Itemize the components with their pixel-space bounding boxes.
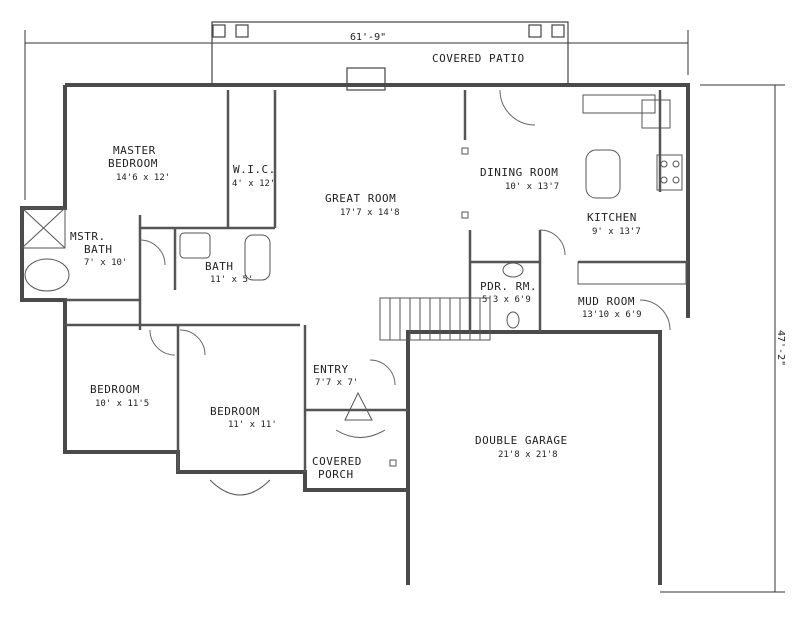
bedroom-left-size: 10' x 11'5 [95, 399, 149, 409]
master-bedroom-label-2: BEDROOM [108, 157, 158, 170]
depth-dimension-label: 47'-2" [775, 330, 786, 366]
wic-size: 4' x 12' [232, 179, 275, 189]
great-room-label: GREAT ROOM [325, 192, 396, 205]
fixtures [21, 94, 687, 496]
wic-label: W.I.C. [233, 163, 276, 176]
kitchen-label: KITCHEN [587, 211, 637, 224]
interior-walls [65, 90, 688, 472]
master-bedroom-size: 14'6 x 12' [116, 173, 170, 183]
master-bedroom-label-1: MASTER [113, 144, 156, 157]
covered-porch-label-2: PORCH [318, 468, 354, 481]
width-dimension-label: 61'-9" [350, 32, 386, 43]
covered-patio-label: COVERED PATIO [432, 52, 525, 65]
great-room-size: 17'7 x 14'8 [340, 208, 400, 218]
entry-size: 7'7 x 7' [315, 378, 358, 388]
pdr-rm-label: PDR. RM. [480, 280, 537, 293]
pdr-rm-size: 5'3 x 6'9 [482, 295, 531, 305]
bedroom-mid-label: BEDROOM [210, 405, 260, 418]
mud-room-size: 13'10 x 6'9 [582, 310, 642, 320]
bath-size: 11' x 5' [210, 275, 253, 285]
double-garage-label: DOUBLE GARAGE [475, 434, 568, 447]
entry-label: ENTRY [313, 363, 349, 376]
dining-room-label: DINING ROOM [480, 166, 558, 179]
mstr-bath-size: 7' x 10' [84, 258, 127, 268]
bedroom-left-label: BEDROOM [90, 383, 140, 396]
covered-patio [211, 21, 569, 91]
mstr-bath-label-1: MSTR. [70, 230, 106, 243]
double-garage-size: 21'8 x 21'8 [498, 450, 558, 460]
mstr-bath-label-2: BATH [84, 243, 113, 256]
mud-room-label: MUD ROOM [578, 295, 635, 308]
dining-room-size: 10' x 13'7 [505, 182, 559, 192]
door-swings [139, 89, 671, 386]
bath-label: BATH [205, 260, 234, 273]
covered-porch-label-1: COVERED [312, 455, 362, 468]
bedroom-mid-size: 11' x 11' [228, 420, 277, 430]
kitchen-size: 9' x 13'7 [592, 227, 641, 237]
